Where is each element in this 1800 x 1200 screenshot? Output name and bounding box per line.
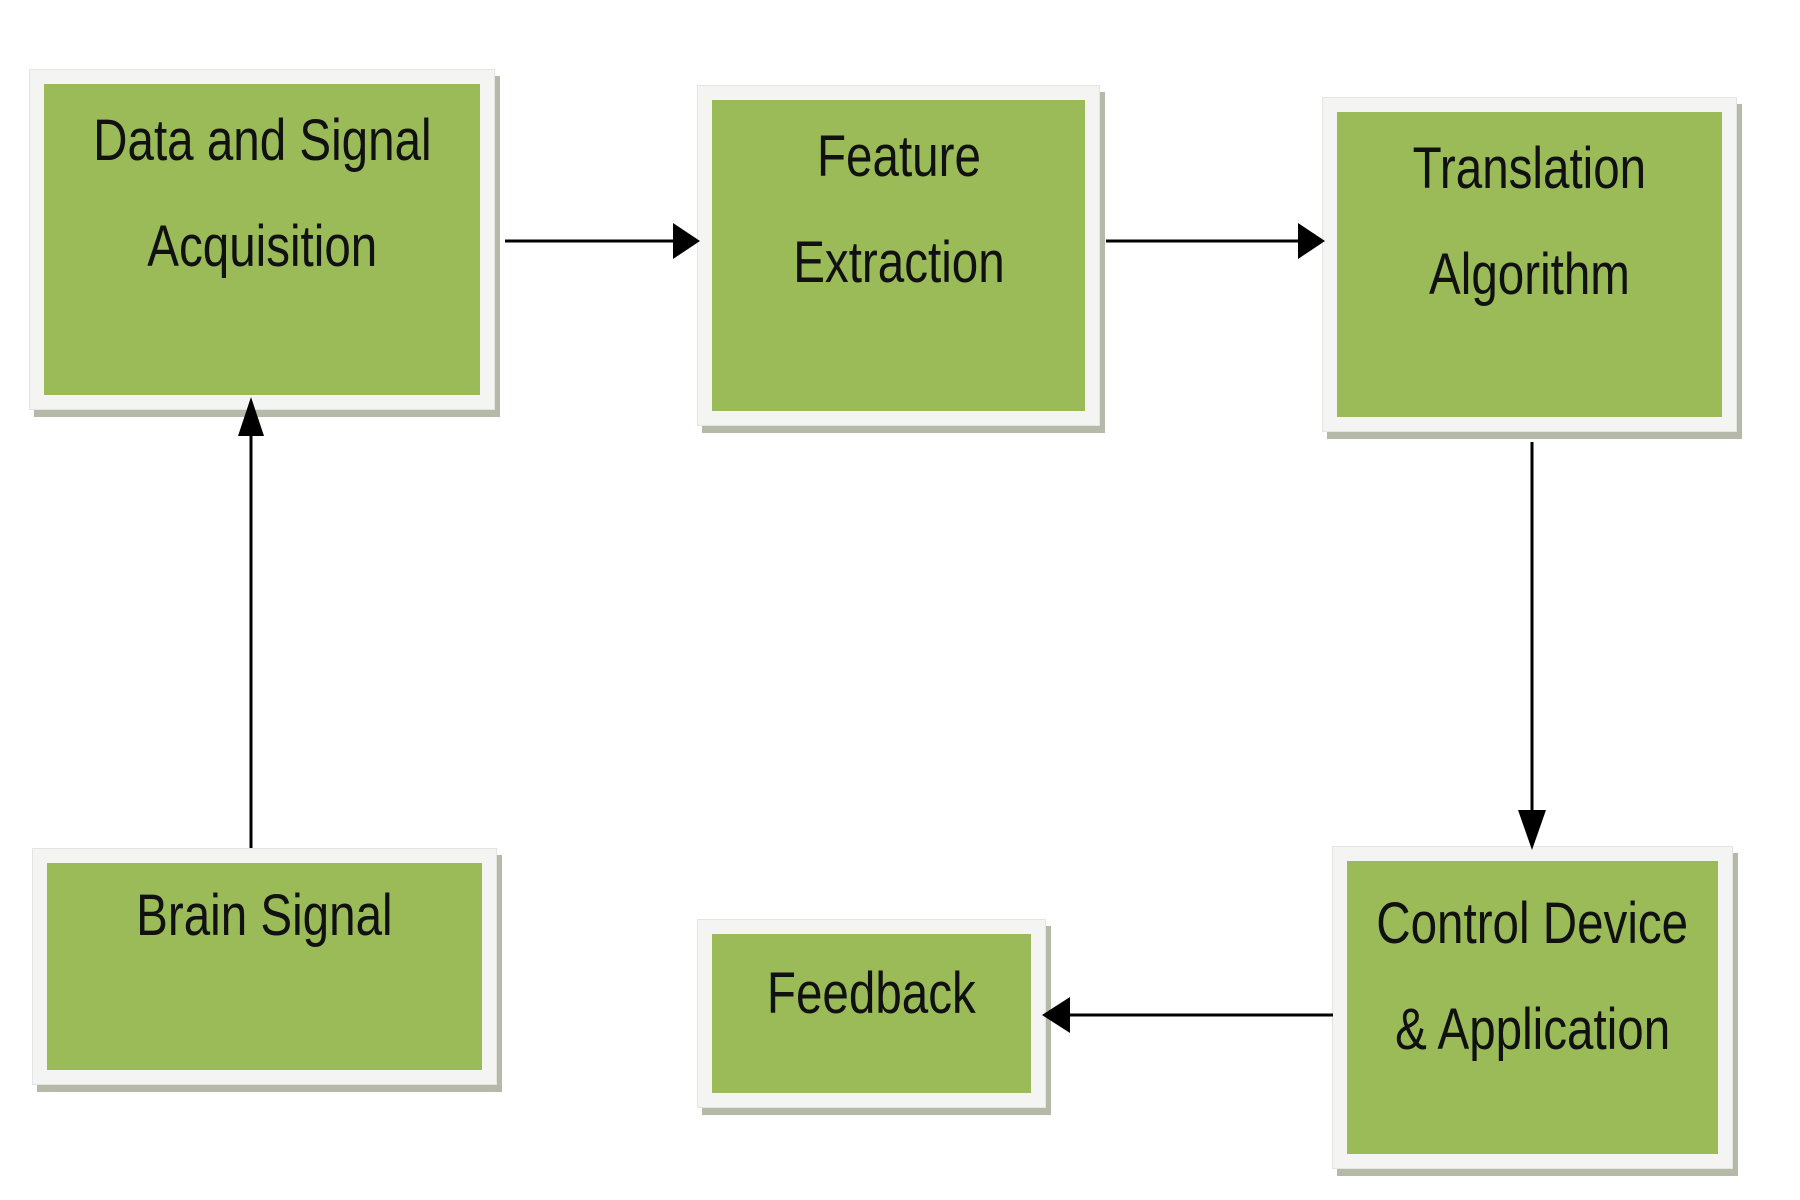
node-fill: Brain Signal	[47, 863, 482, 1070]
node-label-line1: Data and Signal	[92, 108, 432, 173]
node-label-line2: Extraction	[792, 230, 1005, 295]
arrowhead-right-icon	[673, 223, 700, 259]
node-control-device-application: Control Device & Application	[1332, 846, 1733, 1169]
arrowhead-left-icon	[1042, 997, 1070, 1033]
node-feedback: Feedback	[697, 919, 1046, 1108]
node-label-line2: Algorithm	[1429, 242, 1630, 307]
node-label-line1: Feature	[816, 124, 981, 189]
node-feature-extraction: Feature Extraction	[697, 85, 1100, 426]
node-translation-algorithm: Translation Algorithm	[1322, 97, 1737, 432]
node-label-line1: Translation	[1412, 136, 1647, 201]
node-fill: Feature Extraction	[712, 100, 1085, 411]
arrowhead-down-icon	[1518, 810, 1546, 850]
node-label-line1: Brain Signal	[136, 883, 393, 948]
node-fill: Data and Signal Acquisition	[44, 84, 480, 395]
node-label-line1: Feedback	[767, 961, 976, 1026]
node-brain-signal: Brain Signal	[32, 848, 497, 1085]
node-fill: Translation Algorithm	[1337, 112, 1722, 417]
node-fill: Control Device & Application	[1347, 861, 1718, 1154]
node-label-line2: Acquisition	[146, 214, 377, 279]
arrowhead-right-icon	[1298, 223, 1325, 259]
node-label-line1: Control Device	[1376, 891, 1689, 956]
node-label-line2: & Application	[1395, 997, 1670, 1062]
node-data-signal-acquisition: Data and Signal Acquisition	[29, 69, 495, 410]
node-fill: Feedback	[712, 934, 1031, 1093]
